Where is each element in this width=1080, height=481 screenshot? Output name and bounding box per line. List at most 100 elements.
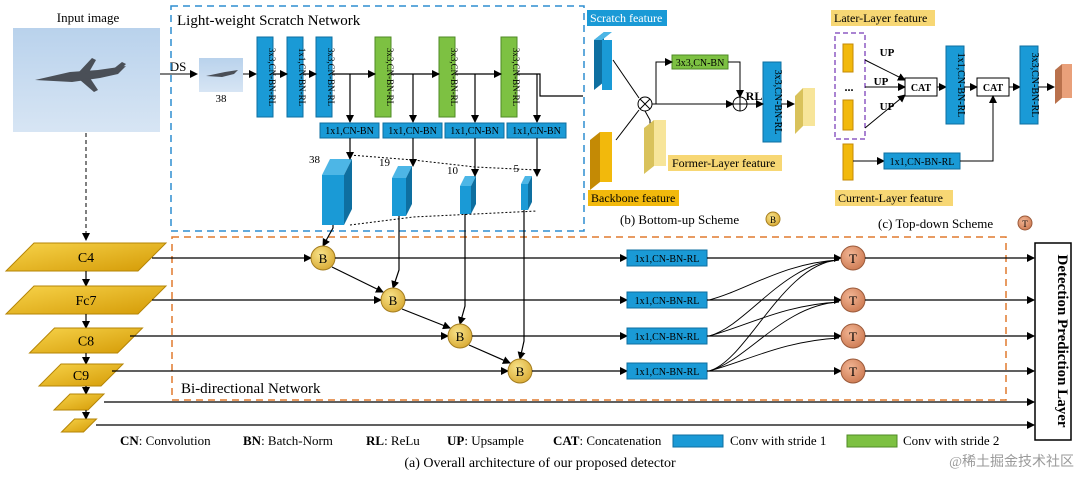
backbone-layer [4,242,168,272]
backbone-layer [4,285,168,315]
bottom-up-node-label: B [516,364,525,379]
svg-text:UP: UP [880,47,895,59]
top-down-output-prism [1055,64,1072,104]
scratch-feature-label: Scratch feature [590,11,662,25]
lateral-conv-label: 1x1,CN-BN-RL [635,254,700,265]
svg-text:3x3,CN-BN-RL: 3x3,CN-BN-RL [772,70,783,135]
svg-text:CAT: CAT [911,83,932,94]
backbone-layer [28,327,144,354]
small-jet-icon [206,70,238,77]
legend-stride2-label: Conv with stride 2 [903,433,999,448]
scratch-conv-label: 3x3,CN-BN-RL [326,48,336,106]
bottom-up-b-icon [765,211,781,227]
later-feature-label: Later-Layer feature [834,11,927,25]
svg-text:1x1,CN-BN-RL: 1x1,CN-BN-RL [955,53,966,118]
legend-stride1-label: Conv with stride 1 [730,433,826,448]
scratch-feature-map [392,166,412,216]
scratch-network-box [170,5,585,232]
scratch-blocks: 3x3,CN-BN-RL 1x1,CN-BN-RL 3x3,CN-BN-RL 3x3,… [256,36,583,226]
scratch-conv-label: 3x3,CN-BN-RL [511,48,521,106]
input-image-label: Input image [57,10,120,25]
scratch-conv-label: 3x3,CN-BN-RL [449,48,459,106]
scratch-feature-map [322,159,352,225]
svg-text:1x1,CN-BN-RL: 1x1,CN-BN-RL [890,157,955,168]
top-down-t-icon [1017,215,1033,231]
pointwise-conv-label: 1x1,CN-BN [450,126,499,137]
svg-text:...: ... [845,80,854,94]
backbone-layer [37,363,125,387]
current-feature-tag [835,190,953,206]
detection-prediction-label: Detection Prediction Layer [1054,254,1070,427]
svg-text:B: B [770,215,776,225]
scratch-feature-prism [594,32,612,90]
current-feature-label: Current-Layer feature [838,191,943,205]
svg-text:3x3,CN-BN: 3x3,CN-BN [676,58,725,69]
scratch-conv-label: 1x1,CN-BN-RL [297,48,307,106]
lateral-conv-label: 1x1,CN-BN-RL [635,296,700,307]
svg-text:T: T [1022,219,1028,229]
scratch-feature-tag [587,10,667,26]
later-feature-tag [831,10,935,26]
svg-text:3x3,CN-BN-RL: 3x3,CN-BN-RL [1029,53,1040,118]
jet-icon [35,58,126,92]
legend-item: CAT: Concatenation [553,433,662,448]
scratch-feature-size: 5 [514,163,520,175]
bottom-up-node-label: B [319,251,328,266]
detection-prediction-layer [1034,242,1072,441]
backbone-layer-label: C9 [73,369,89,384]
backbone-layer-label: C4 [78,251,94,266]
legend-item: BN: Batch-Norm [243,433,333,448]
backbone-feature-prism [590,132,612,190]
legend-item: RL: ReLu [366,433,420,448]
bottom-up-scheme: Scratch feature Backbone feature Former-… [587,10,815,227]
figure-caption: (a) Overall architecture of our proposed… [404,456,676,471]
bottom-up-caption: (b) Bottom-up Scheme [620,212,739,227]
output-feature-prism [795,88,815,134]
top-down-node-label: T [849,364,857,379]
bottom-up-node-label: B [389,293,398,308]
scratch-feature-map [521,176,532,210]
pointwise-conv-label: 1x1,CN-BN [512,126,561,137]
top-down-caption: (c) Top-down Scheme [878,216,993,231]
backbone-layer [52,393,106,411]
later-features-group [834,32,866,140]
svg-text:UP: UP [874,76,889,88]
scratch-conv-label: 3x3,CN-BN-RL [385,48,395,106]
legend-item: CN: Convolution [120,433,211,448]
backbone-layer [60,418,98,433]
scratch-feature-size: 10 [447,165,459,177]
scratch-feature-size: 19 [379,157,391,169]
legend: CN: Convolution BN: Batch-Norm RL: ReLu UP:… [120,433,999,448]
downsampled-size: 38 [216,93,228,105]
former-feature-prism [644,120,666,174]
top-down-node-label: T [849,293,857,308]
top-down-scheme: Later-Layer feature Current-Layer featur… [831,10,1072,231]
backbone-feature-label: Backbone feature [591,191,675,205]
lateral-conv-label: 1x1,CN-BN-RL [635,367,700,378]
watermark: @稀土掘金技术社区 [949,454,1074,470]
backbone-feature-tag [588,190,679,206]
scratch-conv-label: 3x3,CN-BN-RL [267,48,277,106]
svg-text:UP: UP [880,101,895,113]
svg-text:CAT: CAT [983,83,1004,94]
ds-label: DS [170,59,187,74]
scratch-feature-map [460,176,476,214]
top-down-node-label: T [849,251,857,266]
lateral-conv-label: 1x1,CN-BN-RL [635,332,700,343]
former-feature-label: Former-Layer feature [672,156,775,170]
scratch-network-title: Light-weight Scratch Network [177,13,361,29]
bidir-contents: B B B B 1x1,CN-BN-RL T 1x1,CN-BN-RL T 1x1,CN-BN-… [96,210,1035,429]
legend-item: UP: Upsample [447,433,524,448]
scratch-conv-block [256,36,274,118]
pointwise-conv-label: 1x1,CN-BN [388,126,437,137]
top-down-node-label: T [849,329,857,344]
backbone-layer-label: Fc7 [76,294,97,309]
top-down-conv-a [945,45,965,125]
legend-stride2-swatch [846,434,898,448]
bottom-up-node-label: B [456,329,465,344]
rl-label: RL [746,89,763,103]
legend-stride1-swatch [672,434,724,448]
bidirectional-network-label: Bi-directional Network [181,381,321,397]
